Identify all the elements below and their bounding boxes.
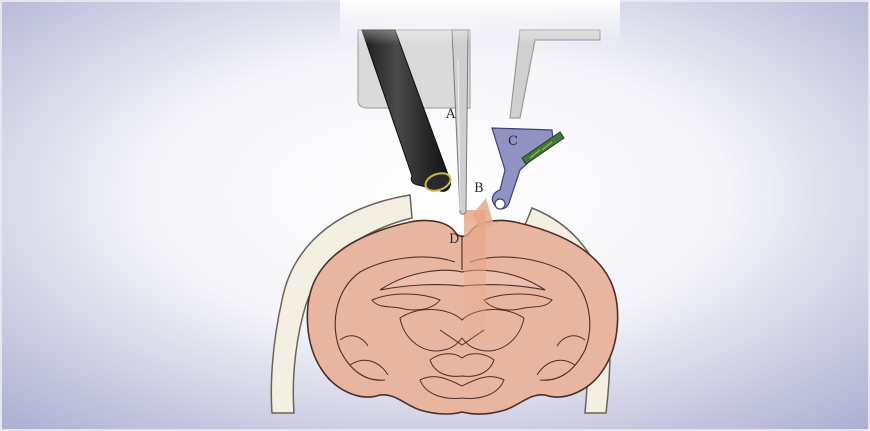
laser-beam — [464, 210, 486, 340]
brain-section — [307, 220, 617, 414]
label-a: A — [445, 107, 456, 122]
top-fade — [340, 0, 620, 45]
label-c: C — [508, 134, 518, 149]
label-d: D — [449, 232, 459, 247]
label-b: B — [474, 181, 484, 196]
